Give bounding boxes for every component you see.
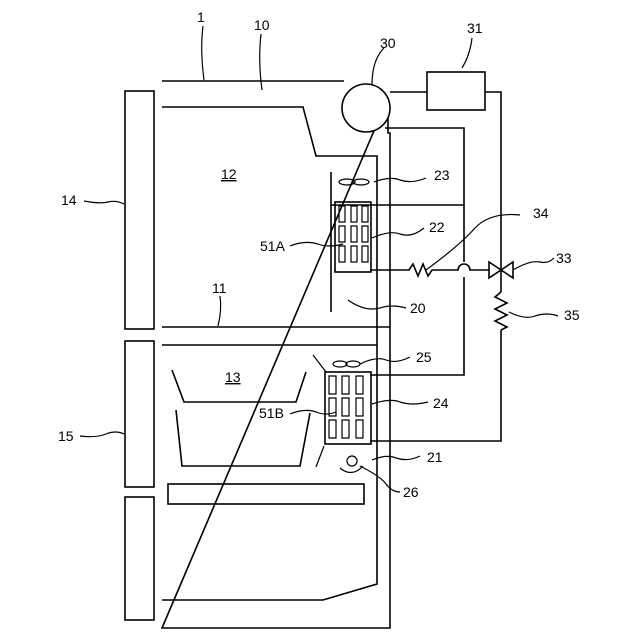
pipe-34 [370,264,489,276]
label-12: 12 [221,166,237,182]
leader-11 [218,296,221,326]
leader-30 [372,48,384,85]
label-1: 1 [197,9,205,25]
cabinet-inner-lower [162,314,377,600]
label-30: 30 [380,35,396,51]
capillary-35 [495,292,507,330]
leader-33 [513,258,554,270]
label-13: 13 [225,369,241,385]
evaporator-24 [325,372,371,444]
leader-35 [509,312,558,317]
label-22: 22 [429,219,445,235]
leader-15 [80,432,124,437]
leader-1 [202,26,204,80]
compressor-30 [342,84,390,132]
duct-wall-lower-top [313,355,326,372]
label-33: 33 [556,250,572,266]
fan-25 [333,361,360,367]
leader-23 [374,178,426,182]
leader-24 [372,400,428,404]
label-26: 26 [403,484,419,500]
door-15 [125,341,154,487]
label-25: 25 [416,349,432,365]
label-20: 20 [410,300,426,316]
label-35: 35 [564,307,580,323]
label-14: 14 [61,192,77,208]
door-14 [125,91,154,329]
component-31 [427,72,485,110]
leader-26 [360,466,400,492]
leader-31 [462,38,472,68]
label-51b: 51B [259,405,284,421]
fan-23 [339,179,369,185]
label-10: 10 [254,17,270,33]
label-34: 34 [533,205,549,221]
label-51a: 51A [260,238,286,254]
leader-14 [84,201,124,204]
heater-26 [340,456,363,473]
label-21: 21 [427,449,443,465]
partition-11 [162,327,390,345]
duct-wall-lower-bottom [316,446,324,467]
cabinet-outer [162,81,390,628]
label-24: 24 [433,395,449,411]
label-15: 15 [58,428,74,444]
door-lower [125,497,154,620]
bottom-shelf [168,484,364,504]
leader-21 [372,456,420,460]
leader-22 [372,228,424,238]
label-23: 23 [434,167,450,183]
label-11: 11 [212,280,227,296]
leader-25 [360,357,410,364]
evaporator-22 [335,202,371,272]
label-31: 31 [467,20,483,36]
